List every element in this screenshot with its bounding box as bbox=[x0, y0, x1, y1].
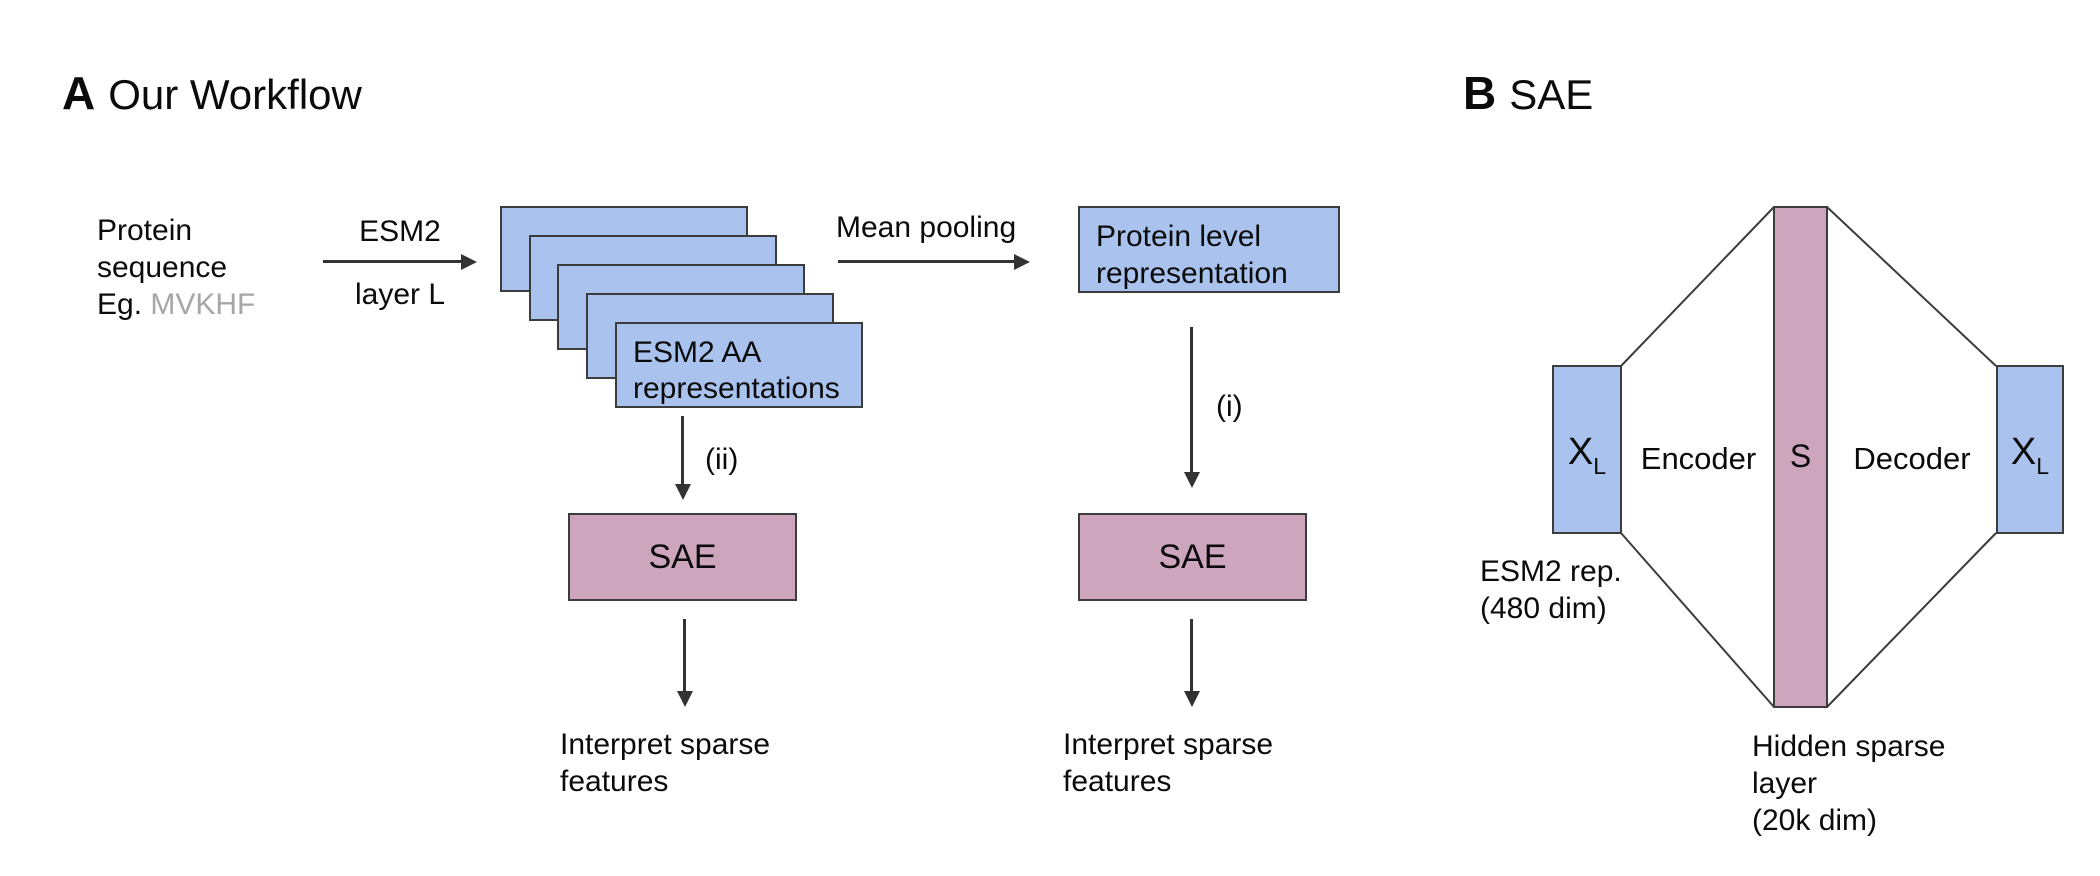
arrow-i-head bbox=[1184, 472, 1200, 488]
arrow-left-result-shaft bbox=[683, 619, 686, 691]
hidden-s-label: S bbox=[1789, 438, 1812, 474]
decoder-top-line bbox=[1826, 206, 1997, 367]
panel-a-title: Our Workflow bbox=[108, 71, 362, 118]
xl-main-right: X bbox=[2010, 431, 2037, 473]
decoder-label: Decoder bbox=[1853, 441, 1971, 476]
protein-level-line2: representation bbox=[1096, 257, 1288, 290]
interpret-features-right-line1: Interpret sparse bbox=[1063, 728, 1274, 761]
mean-pooling-arrow-shaft bbox=[838, 260, 1014, 263]
esm2-rep-caption: ESM2 rep. (480 dim) bbox=[1480, 553, 1622, 627]
protein-level-representation-label: Protein level representation bbox=[1080, 208, 1338, 292]
encoder-bottom-line bbox=[1620, 532, 1775, 708]
esm2-arrow-shaft bbox=[323, 260, 463, 263]
arrow-ii-label: (ii) bbox=[705, 443, 739, 476]
sae-box-aa: SAE bbox=[568, 513, 797, 601]
protein-sequence-line3: Eg. MVKHF bbox=[97, 286, 255, 323]
arrow-right-result-shaft bbox=[1190, 619, 1193, 691]
arrow-ii-shaft bbox=[681, 416, 684, 484]
arrow-left-result-head bbox=[677, 691, 693, 707]
card-front-label: ESM2 AA representations bbox=[617, 324, 861, 407]
xl-sub-right: L bbox=[2036, 453, 2050, 479]
arrow-ii-head bbox=[675, 484, 691, 500]
protein-sequence-text: Protein sequence Eg. MVKHF bbox=[97, 212, 255, 323]
arrow-i-shaft bbox=[1190, 327, 1193, 472]
sae-box-protein-label: SAE bbox=[1158, 537, 1227, 576]
card-front-label-line1: ESM2 AA bbox=[633, 336, 762, 369]
esm2-rep-caption-line1: ESM2 rep. bbox=[1480, 555, 1622, 588]
xl-main-left: X bbox=[1567, 431, 1594, 473]
protein-level-representation-box: Protein level representation bbox=[1078, 206, 1340, 293]
esm2-rep-caption-line2: (480 dim) bbox=[1480, 592, 1607, 625]
arrow-i-label: (i) bbox=[1216, 390, 1243, 423]
arrow-right-result-head bbox=[1184, 691, 1200, 707]
interpret-features-left: Interpret sparse features bbox=[560, 726, 770, 800]
sae-output-box: XL bbox=[1996, 365, 2064, 534]
panel-b-title: SAE bbox=[1509, 71, 1594, 118]
hidden-sparse-column bbox=[1773, 206, 1828, 708]
interpret-features-right-line2: features bbox=[1063, 765, 1172, 798]
esm2-arrow-head bbox=[461, 254, 477, 270]
panel-b-heading: B SAE bbox=[1463, 66, 1593, 120]
protein-sequence-line1: Protein bbox=[97, 214, 193, 247]
card-front-label-line2: representations bbox=[633, 372, 840, 405]
esm2-arrow-top-label: ESM2 bbox=[359, 215, 441, 248]
decoder-bottom-line bbox=[1826, 532, 1997, 708]
hidden-sparse-caption-line1: Hidden sparse bbox=[1752, 730, 1946, 763]
hidden-sparse-caption-line2: layer bbox=[1752, 767, 1818, 800]
esm2-arrow-bottom-label: layer L bbox=[354, 278, 446, 311]
hidden-sparse-caption: Hidden sparse layer (20k dim) bbox=[1752, 728, 1945, 839]
mean-pooling-arrow-head bbox=[1014, 254, 1030, 270]
esm2-representation-card-front: ESM2 AA representations bbox=[615, 322, 863, 408]
sae-box-aa-label: SAE bbox=[648, 537, 717, 576]
sae-input-box: XL bbox=[1552, 365, 1622, 534]
xl-sub-left: L bbox=[1593, 453, 1607, 479]
mean-pooling-label: Mean pooling bbox=[836, 211, 1017, 244]
panel-b-label: B bbox=[1463, 67, 1496, 119]
protein-level-line1: Protein level bbox=[1096, 220, 1262, 253]
sae-box-protein: SAE bbox=[1078, 513, 1307, 601]
example-prefix: Eg. bbox=[97, 288, 151, 321]
sae-output-box-label: XL bbox=[1998, 431, 2062, 480]
hidden-sparse-caption-line3: (20k dim) bbox=[1752, 804, 1878, 837]
interpret-features-right: Interpret sparse features bbox=[1063, 726, 1273, 800]
encoder-label: Encoder bbox=[1640, 441, 1757, 476]
interpret-features-left-line2: features bbox=[560, 765, 669, 798]
panel-a-label: A bbox=[62, 67, 95, 119]
panel-a-heading: A Our Workflow bbox=[62, 66, 362, 120]
protein-sequence-line2: sequence bbox=[97, 251, 228, 284]
encoder-top-line bbox=[1620, 206, 1775, 367]
example-sequence: MVKHF bbox=[150, 288, 256, 321]
sae-input-box-label: XL bbox=[1554, 431, 1620, 480]
interpret-features-left-line1: Interpret sparse bbox=[560, 728, 771, 761]
